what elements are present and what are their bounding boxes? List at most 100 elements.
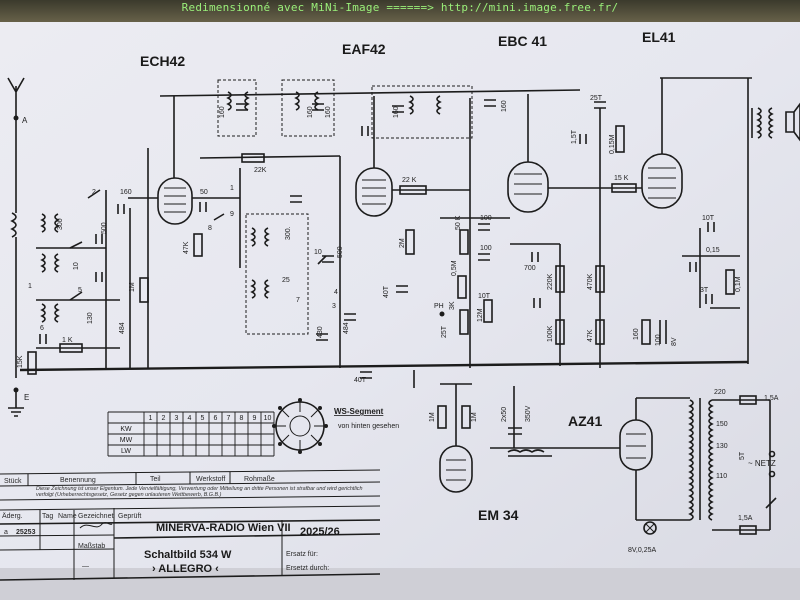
tube-label-az41: AZ41 xyxy=(568,413,602,429)
tb-drawing-no: 2025/26 xyxy=(300,526,340,538)
wiring xyxy=(27,78,800,535)
label-c100a: 100 xyxy=(480,215,492,222)
label-r12m: 12M xyxy=(477,308,484,322)
tb-model: › ALLEGRO ‹ xyxy=(152,563,219,575)
label-r47k: 47K xyxy=(183,241,190,254)
label-c160b: 160 xyxy=(219,106,226,118)
tb-col-name: Name xyxy=(58,513,77,520)
label-t130: 130 xyxy=(716,443,728,450)
watermark-text: Redimensionné avec MiNi-Image ======> ht… xyxy=(181,1,619,14)
label-t220: 220 xyxy=(714,389,726,396)
tb-col-tag: Tag xyxy=(42,513,53,520)
switch-num-1b: 1 xyxy=(28,283,32,290)
switch-table-col-header: 10 xyxy=(264,415,272,422)
switch-table-col-header: 2 xyxy=(162,415,166,422)
top-rail xyxy=(159,89,581,97)
switch-num-7: 7 xyxy=(296,297,300,304)
ws-segment-note: von hinten gesehen xyxy=(338,423,399,430)
label-c484a: 484 xyxy=(119,322,126,334)
label-c10t: 10T xyxy=(478,293,491,300)
label-c130: 130 xyxy=(87,312,94,324)
ws-segment xyxy=(272,398,328,454)
switch-table-col-header: 3 xyxy=(175,415,179,422)
switch-num-4: 4 xyxy=(334,289,338,296)
label-r22k-b: 22 K xyxy=(402,177,417,184)
component-labels: 160 50 160 160 160 160 160 22K 22 K 47K … xyxy=(17,95,746,480)
earth-label: E xyxy=(24,393,29,402)
switch-num-5: 5 xyxy=(78,287,82,294)
top-dark-strip xyxy=(0,0,800,22)
label-v350: 350V xyxy=(525,405,532,422)
switch-num-9: 9 xyxy=(230,211,234,218)
tb-copyright: Diese Zeichnung ist unser Eigentum. Jede… xyxy=(36,486,363,499)
label-r15k2: 15 K xyxy=(614,175,629,182)
label-r220k: 220K xyxy=(547,273,554,290)
paper-sheet xyxy=(0,8,800,600)
schematic-svg: A E ECH42 EAF42 EBC 41 EL41 EM 34 AZ41 xyxy=(0,8,800,600)
label-c500b: 500 xyxy=(337,246,344,258)
label-r15k: 15K xyxy=(17,355,24,368)
label-c160c: 160 xyxy=(307,106,314,118)
label-c15t: 1,5T xyxy=(571,129,578,144)
label-r1k: 1 K xyxy=(62,337,73,344)
label-c40t2: 40T xyxy=(354,377,367,384)
label-r22k-a: 22K xyxy=(254,167,267,174)
tb-stueck: Stück xyxy=(4,478,22,485)
tb-schaltbild: Schaltbild 534 W xyxy=(144,549,232,561)
label-r160: 160 xyxy=(633,328,640,340)
tb-benennung: Benennung xyxy=(60,477,96,484)
switch-num-8: 8 xyxy=(208,225,212,232)
label-r015m: 0,15M xyxy=(609,134,616,154)
label-r50k: 50 K xyxy=(455,215,462,230)
label-c100c: 100 xyxy=(655,334,662,346)
tb-rohmasse: Rohmaße xyxy=(244,476,275,483)
label-t5t: 5T xyxy=(739,451,746,460)
label-r47k2: 47K xyxy=(587,329,594,342)
netz-label: ~ NETZ xyxy=(748,459,776,468)
tube-ech42 xyxy=(157,177,193,225)
label-r01m: 0,1M xyxy=(735,276,742,292)
label-c160e: 160 xyxy=(393,106,400,118)
ph-jack xyxy=(439,311,445,317)
tube-label-ebc41: EBC 41 xyxy=(498,33,547,49)
label-c8v: 8V xyxy=(671,337,678,346)
tb-ersetzt-durch: Ersetzt durch: xyxy=(286,565,329,572)
label-r3k: 3K xyxy=(449,301,456,310)
label-r470k: 470K xyxy=(587,273,594,290)
switch-table-row-label: MW xyxy=(120,437,133,444)
label-c25t: 25T xyxy=(441,325,448,338)
switch-num-3: 3 xyxy=(332,303,336,310)
label-c500a: 500 xyxy=(101,222,108,234)
label-c160f: 160 xyxy=(501,100,508,112)
switch-table-row-label: LW xyxy=(121,448,131,455)
tb-company: MINERVA-RADIO Wien VII xyxy=(156,522,291,534)
label-r1m-b: 1M xyxy=(471,412,478,422)
fuse1-label: 1,5A xyxy=(764,395,779,402)
label-c10t2: 10T xyxy=(702,215,715,222)
tube-label-ech42: ECH42 xyxy=(140,53,185,69)
label-r1m: 1M xyxy=(129,282,136,292)
switch-table-col-header: 4 xyxy=(188,415,192,422)
ground-rail xyxy=(19,360,749,372)
tb-signature xyxy=(79,522,113,529)
label-c100b: 100 xyxy=(480,245,492,252)
label-c484b: 484 xyxy=(343,322,350,334)
switch-table-col-header: 1 xyxy=(149,415,153,422)
label-c25t2: 25T xyxy=(590,95,603,102)
switch-num-1: 1 xyxy=(230,185,234,192)
fuse2-label: 1,5A xyxy=(738,515,753,522)
antenna-label: A xyxy=(22,116,28,125)
label-r100k: 100K xyxy=(547,325,554,342)
switch-table-col-header: 8 xyxy=(240,415,244,422)
switch-num-6: 6 xyxy=(40,325,44,332)
tube-label-el41: EL41 xyxy=(642,29,676,45)
label-c300a: 300 xyxy=(57,218,64,230)
switch-table-row-label: KW xyxy=(120,426,132,433)
label-r2m: 2M xyxy=(399,238,406,248)
label-c700: 700 xyxy=(524,265,536,272)
tb-col-gezeichnet: Gezeichnet xyxy=(78,513,113,520)
tb-teil: Teil xyxy=(150,476,161,483)
title-block: Stück Benennung Teil Werkstoff Rohmaße D… xyxy=(0,469,381,581)
